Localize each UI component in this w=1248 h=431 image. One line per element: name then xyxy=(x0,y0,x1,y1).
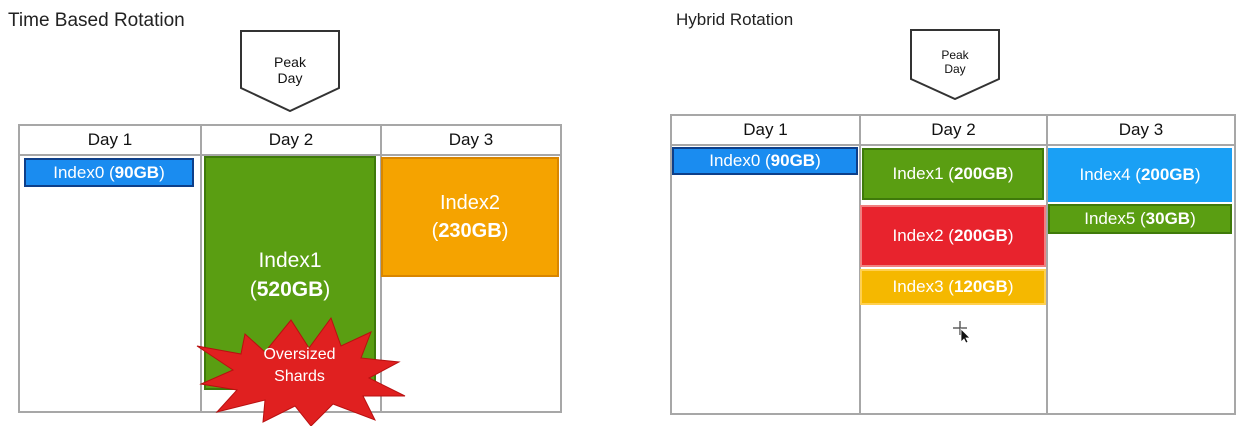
left-col-day1: Day 1 xyxy=(20,126,202,411)
right-index2-name: Index2 xyxy=(892,226,944,245)
right-day3-header: Day 3 xyxy=(1048,116,1234,146)
right-col-day3: Day 3 xyxy=(1048,116,1234,413)
mouse-cursor-icon xyxy=(952,320,974,344)
left-title: Time Based Rotation xyxy=(8,10,185,31)
right-index4-name: Index4 xyxy=(1079,165,1131,184)
left-index1-name: Index1 xyxy=(258,249,322,272)
left-index0-name: Index0 xyxy=(53,163,105,182)
left-index2-block: Index2 (230GB) xyxy=(381,157,559,277)
right-peak-day-marker: Peak Day xyxy=(910,29,1000,101)
right-index2-size: 200GB xyxy=(953,226,1008,245)
right-index4-size: 200GB xyxy=(1140,165,1195,184)
starburst-shape xyxy=(196,316,406,427)
right-peak-line2: Day xyxy=(944,61,966,76)
left-day3-header: Day 3 xyxy=(382,126,560,156)
right-index1-block: Index1 (200GB) xyxy=(862,148,1044,200)
right-peak-pentagon-shape xyxy=(910,29,1000,101)
right-index0-size: 90GB xyxy=(770,151,816,170)
right-col-day2: Day 2 xyxy=(861,116,1048,413)
left-col-day3: Day 3 xyxy=(382,126,560,411)
right-col-day1: Day 1 xyxy=(672,116,861,413)
right-index1-name: Index1 xyxy=(892,164,944,183)
burst-line2: Shards xyxy=(274,368,325,385)
right-day2-header: Day 2 xyxy=(861,116,1046,146)
burst-line1: Oversized xyxy=(263,346,336,363)
right-index5-name: Index5 xyxy=(1084,209,1136,228)
right-peak-line1: Peak xyxy=(941,48,969,62)
right-index5-size: 30GB xyxy=(1145,209,1191,228)
oversized-shards-starburst: Oversized Shards xyxy=(193,316,406,427)
left-peak-day-marker: Peak Day xyxy=(240,30,340,113)
left-index1-size: 520GB xyxy=(256,278,324,301)
right-day1-header: Day 1 xyxy=(672,116,859,146)
left-index0-block: Index0 (90GB) xyxy=(24,158,194,187)
right-index4-block: Index4 (200GB) xyxy=(1048,148,1232,202)
right-index2-block: Index2 (200GB) xyxy=(862,207,1044,265)
right-index0-name: Index0 xyxy=(709,151,761,170)
left-day1-header: Day 1 xyxy=(20,126,200,156)
right-index3-size: 120GB xyxy=(953,277,1008,296)
right-index0-block: Index0 (90GB) xyxy=(672,147,858,175)
left-index2-size: 230GB xyxy=(438,220,502,242)
left-peak-pentagon-shape xyxy=(240,30,340,113)
right-index1-size: 200GB xyxy=(953,164,1008,183)
right-index5-block: Index5 (30GB) xyxy=(1048,204,1232,234)
left-index0-size: 90GB xyxy=(114,163,160,182)
left-peak-line1: Peak xyxy=(274,54,306,70)
right-index3-block: Index3 (120GB) xyxy=(862,271,1044,303)
left-index2-name: Index2 xyxy=(439,192,501,214)
left-day2-header: Day 2 xyxy=(202,126,380,156)
right-index3-name: Index3 xyxy=(892,277,944,296)
left-peak-line2: Day xyxy=(277,70,303,87)
right-title: Hybrid Rotation xyxy=(676,10,794,29)
